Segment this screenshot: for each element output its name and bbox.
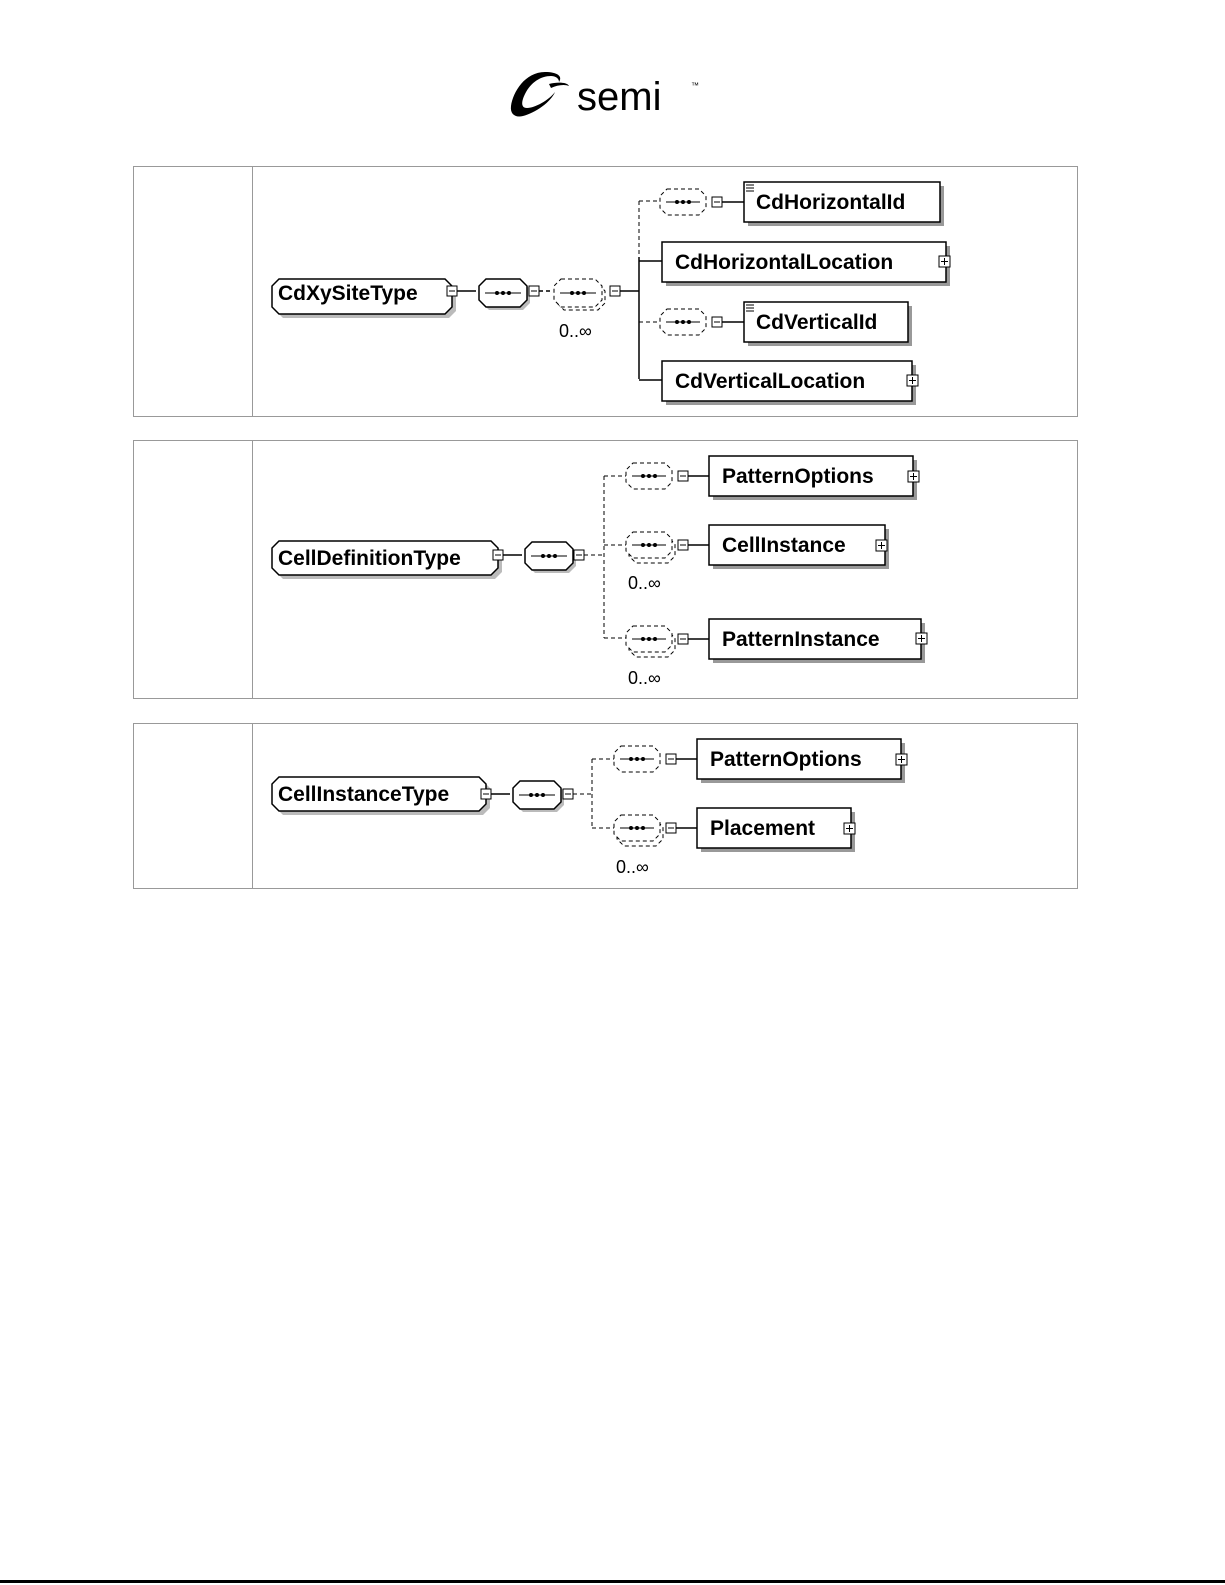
schema-diagram-celldefinitiontype: CellDefinitionType PatternOptions <box>134 441 1079 700</box>
expand-icon[interactable] <box>908 471 919 482</box>
logo-trademark: ™ <box>691 81 699 90</box>
element-label: CdVerticalId <box>756 311 877 334</box>
collapse-icon[interactable] <box>712 317 722 327</box>
element-label: CdVerticalLocation <box>675 370 865 393</box>
element-node: CellInstance <box>709 525 889 569</box>
optional-sequence-compositor <box>614 746 660 772</box>
diagram-panel-cdxysitetype: CdXySiteType 0..∞ <box>133 166 1078 417</box>
element-node: PatternInstance <box>709 619 925 663</box>
element-node: PatternOptions <box>709 456 917 500</box>
root-type-label: CellInstanceType <box>278 783 449 806</box>
collapse-icon[interactable] <box>481 789 491 799</box>
root-type-node: CellDefinitionType <box>272 541 502 579</box>
collapse-icon[interactable] <box>678 471 688 481</box>
sequence-compositor <box>479 279 530 310</box>
schema-diagram-cellinstancetype: CellInstanceType PatternOptions <box>134 724 1079 890</box>
occurrence-label: 0..∞ <box>559 321 592 341</box>
element-node: PatternOptions <box>697 739 905 783</box>
expand-icon[interactable] <box>876 540 887 551</box>
collapse-icon[interactable] <box>493 550 503 560</box>
expand-icon[interactable] <box>916 633 927 644</box>
optional-sequence-compositor <box>660 309 706 335</box>
element-label: CdHorizontalId <box>756 191 905 214</box>
element-label: PatternOptions <box>710 748 862 771</box>
element-node: Placement <box>697 808 855 852</box>
semi-logo: semi ™ <box>505 66 725 126</box>
element-node: CdHorizontalId <box>744 182 944 226</box>
element-label: CellInstance <box>722 534 846 557</box>
sequence-compositor <box>513 781 564 812</box>
optional-sequence-compositor <box>626 463 672 489</box>
collapse-icon[interactable] <box>678 540 688 550</box>
root-type-node: CdXySiteType <box>272 279 456 318</box>
occurrence-label: 0..∞ <box>616 857 649 877</box>
collapse-icon[interactable] <box>563 789 573 799</box>
diagram-panel-cellinstancetype: CellInstanceType PatternOptions <box>133 723 1078 889</box>
root-type-label: CdXySiteType <box>278 282 418 305</box>
collapse-icon[interactable] <box>678 634 688 644</box>
element-node: CdHorizontalLocation <box>662 242 950 286</box>
collapse-icon[interactable] <box>529 286 539 296</box>
element-node: CdVerticalId <box>744 302 912 346</box>
collapse-icon[interactable] <box>610 286 620 296</box>
expand-icon[interactable] <box>844 823 855 834</box>
collapse-icon[interactable] <box>574 550 584 560</box>
semi-logo-mark: semi ™ <box>505 66 725 126</box>
collapse-icon[interactable] <box>447 286 457 296</box>
expand-icon[interactable] <box>939 256 950 267</box>
optional-sequence-compositor <box>660 189 706 215</box>
occurrence-label: 0..∞ <box>628 668 661 688</box>
schema-diagram-cdxysitetype: CdXySiteType 0..∞ <box>134 167 1079 418</box>
element-label: PatternOptions <box>722 465 874 488</box>
diagram-panel-celldefinitiontype: CellDefinitionType PatternOptions <box>133 440 1078 699</box>
sequence-compositor <box>525 542 576 573</box>
optional-sequence-compositor <box>626 626 675 657</box>
optional-sequence-compositor <box>626 532 675 563</box>
optional-sequence-compositor <box>554 279 605 310</box>
optional-sequence-compositor <box>614 815 663 846</box>
collapse-icon[interactable] <box>712 197 722 207</box>
collapse-icon[interactable] <box>666 823 676 833</box>
page-bottom-rule <box>0 1580 1225 1583</box>
logo-wordmark: semi <box>577 75 661 119</box>
occurrence-label: 0..∞ <box>628 573 661 593</box>
element-node: CdVerticalLocation <box>662 361 916 405</box>
element-label: CdHorizontalLocation <box>675 251 893 274</box>
collapse-icon[interactable] <box>666 754 676 764</box>
expand-icon[interactable] <box>907 375 918 386</box>
element-label: PatternInstance <box>722 628 880 651</box>
element-label: Placement <box>710 817 815 840</box>
root-type-label: CellDefinitionType <box>278 547 461 570</box>
root-type-node: CellInstanceType <box>272 777 490 815</box>
expand-icon[interactable] <box>896 754 907 765</box>
